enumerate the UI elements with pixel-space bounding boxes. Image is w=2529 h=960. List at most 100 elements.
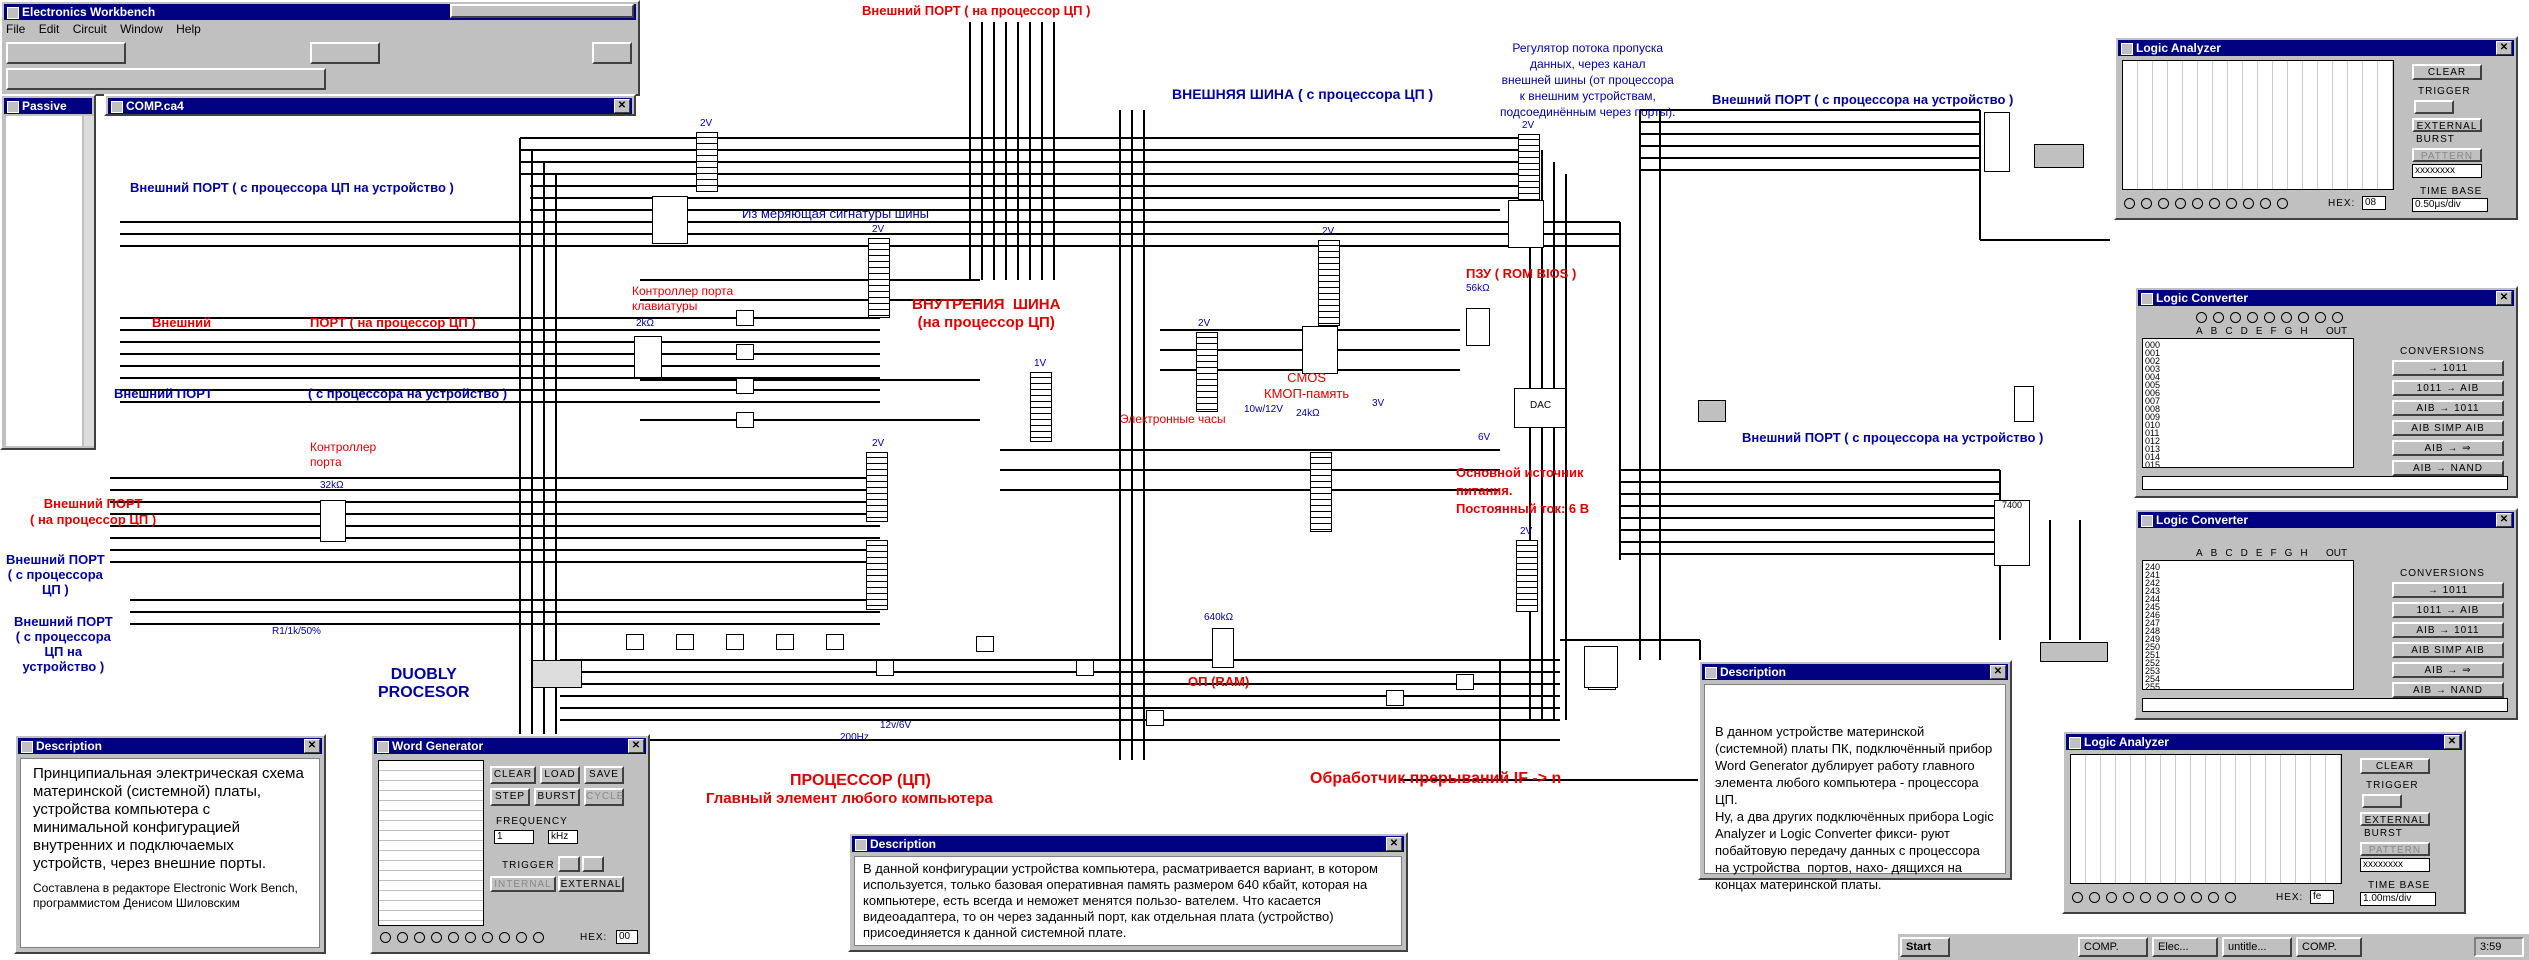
bus-connector[interactable] [2040, 642, 2108, 662]
internal-button[interactable]: INTERNAL [490, 876, 556, 892]
port-ctrl-chip[interactable] [320, 500, 346, 542]
dac-chip[interactable] [1514, 388, 1566, 428]
conversion-button[interactable]: AIB → 1011 [2392, 622, 2504, 638]
converter-terminals[interactable] [2196, 312, 2396, 324]
dip-switch-pack[interactable] [1310, 452, 1332, 532]
conversion-button[interactable]: AIB → NAND [2392, 460, 2504, 476]
start-button[interactable]: Start [1900, 937, 1950, 957]
close-icon[interactable]: ✕ [2496, 513, 2512, 527]
dip-switch-pack[interactable] [866, 452, 888, 522]
dip-switch-pack[interactable] [866, 540, 888, 610]
analyzer-display[interactable] [2122, 60, 2394, 190]
pattern-field[interactable]: xxxxxxxx [2360, 858, 2430, 872]
close-icon[interactable]: ✕ [2496, 291, 2512, 305]
probe-connector[interactable] [1584, 646, 1618, 688]
bus-connector[interactable] [2034, 144, 2084, 168]
pattern-field[interactable]: xxxxxxxx [2412, 164, 2482, 178]
chip-7400[interactable] [1994, 500, 2030, 566]
close-icon[interactable]: ✕ [628, 739, 644, 753]
dip-switch-pack[interactable] [1196, 332, 1218, 412]
external-button[interactable]: EXTERNAL [558, 876, 624, 892]
close-icon[interactable]: ✕ [2496, 41, 2512, 55]
disk-drive-icon[interactable] [2014, 386, 2034, 422]
logic-gate[interactable] [826, 634, 844, 650]
logic-gate[interactable] [736, 344, 754, 360]
keyboard-ctrl-chip[interactable] [634, 336, 662, 378]
logic-gate[interactable] [736, 378, 754, 394]
expression-field[interactable] [2142, 476, 2508, 490]
counter-chip[interactable] [1508, 200, 1544, 248]
logic-gate[interactable] [876, 660, 894, 676]
frequency-unit-select[interactable]: kHz [548, 830, 578, 844]
clear-button[interactable]: CLEAR [2412, 64, 2482, 80]
logic-gate[interactable] [1076, 660, 1094, 676]
input-terminals[interactable] [2072, 892, 2272, 904]
parts-list[interactable] [6, 116, 82, 446]
hex-input[interactable]: 00 [616, 930, 638, 944]
close-icon[interactable]: ✕ [1990, 665, 2006, 679]
conversion-button[interactable]: AIB → ⇒ [2392, 440, 2504, 456]
trigger-edge-button[interactable] [2414, 100, 2454, 114]
logic-gate[interactable] [626, 634, 644, 650]
taskbar-item[interactable]: COMP. [2078, 937, 2148, 957]
conversion-button[interactable]: AIB → ⇒ [2392, 662, 2504, 678]
logic-gate[interactable] [676, 634, 694, 650]
counter-chip[interactable] [652, 196, 688, 244]
toolbar-button[interactable] [310, 42, 380, 64]
logic-gate[interactable] [726, 634, 744, 650]
parts-scrollbar[interactable] [84, 116, 94, 446]
taskbar-clock[interactable]: 3:59 [2474, 937, 2524, 957]
logic-gate[interactable] [776, 634, 794, 650]
logic-gate[interactable] [1386, 690, 1404, 706]
input-terminals[interactable] [2124, 198, 2324, 210]
time-base-input[interactable]: 0.50μs/div [2412, 198, 2488, 212]
expression-field[interactable] [2142, 698, 2508, 712]
trigger-edge-button[interactable] [2362, 794, 2402, 808]
processor-chip[interactable] [532, 660, 582, 688]
menu-help[interactable]: Help [176, 22, 201, 36]
pattern-button[interactable]: PATTERN [2360, 842, 2430, 856]
taskbar-item[interactable]: COMP. [2296, 937, 2362, 957]
conversion-button[interactable]: 1011 → AIB [2392, 602, 2504, 618]
conversion-button[interactable]: AIB SIMP AIB [2392, 420, 2504, 436]
menu-window[interactable]: Window [120, 22, 163, 36]
dip-switch-pack[interactable] [1516, 540, 1538, 612]
output-terminals[interactable] [380, 932, 570, 944]
ram-chip[interactable] [1212, 628, 1234, 668]
logic-gate[interactable] [976, 636, 994, 652]
external-button[interactable]: EXTERNAL [2412, 118, 2482, 132]
hex-input[interactable]: 08 [2362, 196, 2386, 210]
monitor-icon[interactable] [1698, 400, 1726, 422]
menu-edit[interactable]: Edit [38, 22, 60, 36]
frequency-input[interactable]: 1 [494, 830, 534, 844]
close-icon[interactable]: ✕ [2444, 735, 2460, 749]
dip-switch-pack[interactable] [696, 132, 718, 192]
power-switch[interactable] [592, 42, 632, 64]
rom-chip[interactable] [1466, 308, 1490, 346]
word-list[interactable] [378, 760, 484, 926]
circuit-window-titlebar[interactable]: COMP.ca4✕ [104, 94, 636, 116]
pattern-button[interactable]: PATTERN [2412, 148, 2482, 162]
step-button[interactable]: STEP [490, 788, 530, 806]
parts-bin-titlebar[interactable]: Passive [4, 98, 92, 114]
load-button[interactable]: LOAD [540, 766, 580, 784]
cmos-chip[interactable] [1302, 326, 1338, 374]
dip-switch-pack[interactable] [1318, 240, 1340, 326]
conversion-button[interactable]: → 1011 [2392, 360, 2504, 376]
conversion-button[interactable]: 1011 → AIB [2392, 380, 2504, 396]
hex-input[interactable]: fe [2310, 890, 2334, 904]
trigger-falling-button[interactable] [582, 856, 604, 872]
logic-gate[interactable] [736, 412, 754, 428]
logic-gate[interactable] [736, 310, 754, 326]
close-icon[interactable]: ✕ [614, 99, 630, 113]
time-base-input[interactable]: 1.00ms/div [2360, 892, 2436, 906]
cycle-button[interactable]: CYCLE [584, 788, 624, 806]
burst-button[interactable]: BURST [534, 788, 580, 806]
external-button[interactable]: EXTERNAL [2360, 812, 2430, 826]
window-buttons[interactable] [450, 4, 634, 18]
parts-toolbar[interactable] [6, 68, 326, 90]
dip-switch-pack[interactable] [868, 238, 890, 318]
menu-file[interactable]: File [6, 22, 26, 36]
save-button[interactable]: SAVE [584, 766, 624, 784]
